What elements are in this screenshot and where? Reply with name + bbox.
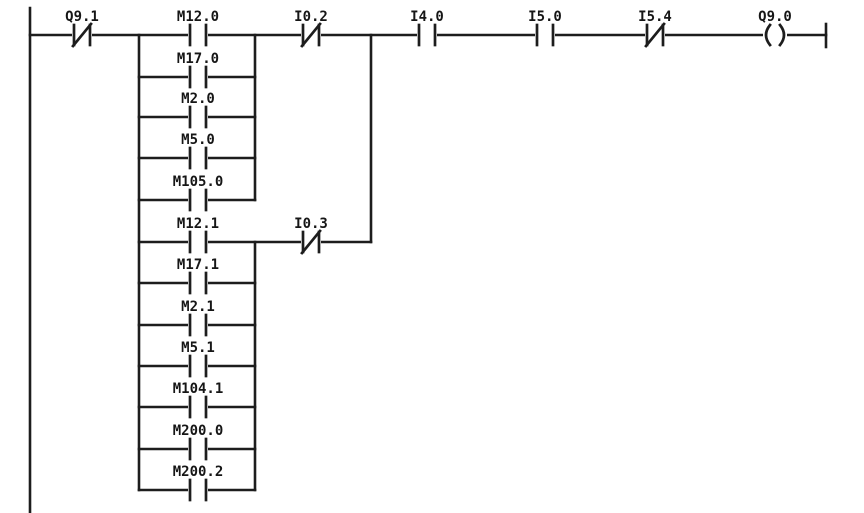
contact-i0-3[interactable]: I0.3 [294, 216, 328, 255]
contact-gap [188, 445, 208, 453]
contact-m17-0[interactable]: M17.0 [177, 51, 219, 89]
contact-i0-2[interactable]: I0.2 [294, 9, 328, 48]
contact-m105-0[interactable]: M105.0 [173, 174, 224, 212]
contact-label: I5.4 [638, 9, 672, 25]
contact-label: M12.0 [177, 9, 219, 25]
contact-label: M200.0 [173, 423, 224, 439]
contact-label: M12.1 [177, 216, 219, 232]
coil-label: Q9.0 [758, 9, 792, 25]
contact-label: M5.1 [181, 340, 215, 356]
contact-m5-1[interactable]: M5.1 [181, 340, 215, 378]
nc-slash-icon [300, 229, 322, 255]
contact-gap [188, 486, 208, 494]
contact-m200-2[interactable]: M200.2 [173, 464, 224, 502]
contact-label: I0.3 [294, 216, 328, 232]
contact-gap [188, 113, 208, 121]
contact-gap [188, 154, 208, 162]
contact-m5-0[interactable]: M5.0 [181, 132, 215, 170]
contact-label: I4.0 [410, 9, 444, 25]
contact-label: I5.0 [528, 9, 562, 25]
contact-label: M2.0 [181, 91, 215, 107]
contact-gap [535, 31, 555, 39]
contact-m2-1[interactable]: M2.1 [181, 299, 215, 337]
contact-m2-0[interactable]: M2.0 [181, 91, 215, 129]
coil-paren-right [778, 23, 786, 47]
contact-gap [188, 403, 208, 411]
contact-gap [188, 362, 208, 370]
nc-slash-icon [71, 22, 93, 48]
contact-m17-1[interactable]: M17.1 [177, 257, 219, 295]
contact-label: M17.1 [177, 257, 219, 273]
contact-label: M2.1 [181, 299, 215, 315]
contact-label: M105.0 [173, 174, 224, 190]
contact-label: M5.0 [181, 132, 215, 148]
contact-label: Q9.1 [65, 9, 99, 25]
contact-gap [188, 279, 208, 287]
contact-gap [188, 238, 208, 246]
contact-label: I0.2 [294, 9, 328, 25]
coil-gap [763, 31, 787, 39]
contact-m104-1[interactable]: M104.1 [173, 381, 224, 419]
contact-m12-0[interactable]: M12.0 [177, 9, 219, 47]
contact-gap [188, 73, 208, 81]
contact-label: M200.2 [173, 464, 224, 480]
contact-m12-1[interactable]: M12.1 [177, 216, 219, 254]
coil-q9-0[interactable]: Q9.0 [758, 9, 792, 47]
contact-gap [188, 321, 208, 329]
contact-i5-4[interactable]: I5.4 [638, 9, 672, 48]
coil-paren-left [764, 23, 772, 47]
contact-gap [417, 31, 437, 39]
contact-m200-0[interactable]: M200.0 [173, 423, 224, 461]
contact-q9-1[interactable]: Q9.1 [65, 9, 99, 48]
nc-slash-icon [644, 22, 666, 48]
contact-i4-0[interactable]: I4.0 [410, 9, 444, 47]
contact-i5-0[interactable]: I5.0 [528, 9, 562, 47]
nc-slash-icon [300, 22, 322, 48]
contact-label: M104.1 [173, 381, 224, 397]
contact-label: M17.0 [177, 51, 219, 67]
contact-gap [188, 31, 208, 39]
contact-gap [188, 196, 208, 204]
